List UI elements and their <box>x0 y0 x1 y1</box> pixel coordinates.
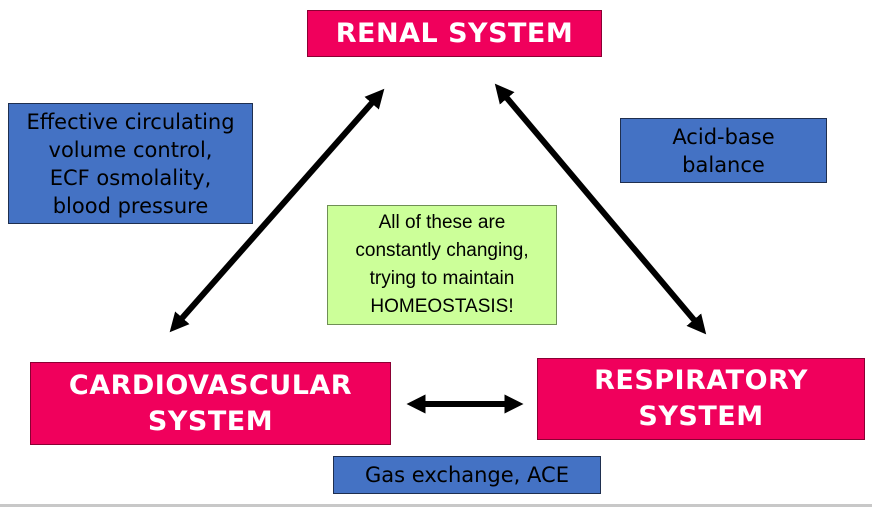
bottom-divider <box>0 504 872 507</box>
cardio-resp-label-box: Gas exchange, ACE <box>333 456 601 494</box>
homeostasis-note-box: All of these are constantly changing, tr… <box>327 205 557 325</box>
arrow-renal-respiratory <box>494 83 707 335</box>
note-line4: HOMEOSTASIS! <box>370 296 514 317</box>
renal-resp-label-line1: Acid-base <box>672 124 775 149</box>
renal-system-box: RENAL SYSTEM <box>307 10 602 57</box>
respiratory-system-box: RESPIRATORY SYSTEM <box>537 358 865 440</box>
cardio-resp-label: Gas exchange, ACE <box>365 463 569 487</box>
note-line3: trying to maintain <box>369 268 515 289</box>
respiratory-label-line2: SYSTEM <box>638 401 764 432</box>
renal-cardio-label-box: Effective circulating volume control, EC… <box>8 103 253 224</box>
cardiovascular-label-line1: CARDIOVASCULAR <box>68 369 353 401</box>
renal-resp-label-line2: balance <box>682 152 765 177</box>
note-line1: All of these are <box>378 212 506 233</box>
arrow-renal-cardiovascular <box>169 88 385 333</box>
respiratory-label-line1: RESPIRATORY <box>594 365 808 396</box>
cardiovascular-system-box: CARDIOVASCULAR SYSTEM <box>30 362 391 445</box>
renal-resp-label-box: Acid-base balance <box>620 118 827 183</box>
renal-cardio-label-line3: ECF osmolality, <box>49 165 212 190</box>
cardiovascular-label-line2: SYSTEM <box>147 405 274 437</box>
renal-system-label: RENAL SYSTEM <box>335 17 574 49</box>
renal-cardio-label-line2: volume control, <box>48 137 213 162</box>
renal-cardio-label-line1: Effective circulating <box>26 109 235 134</box>
note-line2: constantly changing, <box>355 240 529 261</box>
renal-cardio-label-line4: blood pressure <box>52 193 209 218</box>
